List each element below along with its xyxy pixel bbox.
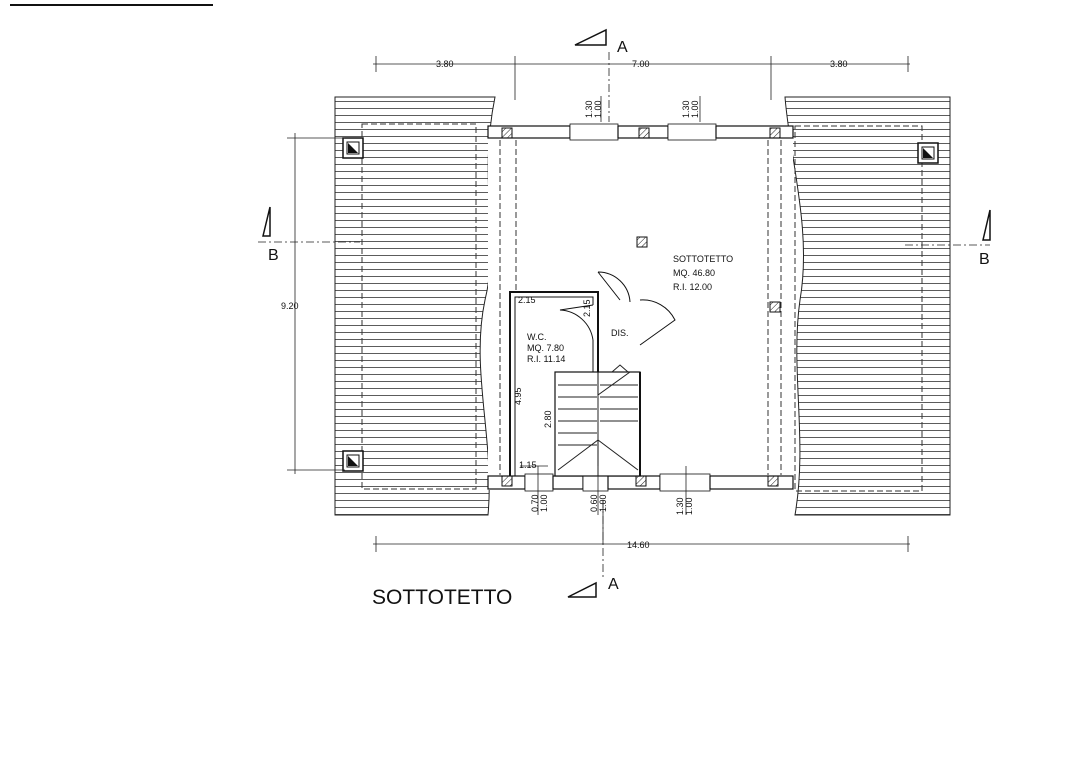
dim-bottom-win-3-b: 1.00 [684,497,694,515]
dim-bottom-win-2-a: 0.60 [589,494,599,512]
dim-top-middle: 7.00 [632,59,650,69]
section-marker-a-bottom: A [567,576,619,598]
section-marker-a-top: A [574,28,628,56]
room-wc-area: MQ. 7.80 [527,343,564,353]
dim-top-left: 3.80 [436,59,454,69]
dim-window-top-1-b: 1.00 [593,100,603,118]
dim-bottom-win-3-a: 1.30 [675,497,685,515]
dim-bottom-win-1-b: 1.00 [539,494,549,512]
section-label-a-top: A [617,39,628,56]
dim-wc-side: 2.15 [582,299,592,317]
dim-wc-height: 4.95 [513,387,523,405]
room-wc-name: W.C. [527,332,547,342]
dimension-texts: 3.80 7.00 3.80 9.20 14.60 1.30 1.00 1.30… [281,59,848,550]
chimney-icons [342,137,939,472]
dim-bottom-win-2-b: 1.00 [598,494,608,512]
dim-wc-bottom: 1.15 [519,460,537,470]
dim-stair-height: 2.80 [543,410,553,428]
room-labels: SOTTOTETTO MQ. 46.80 R.I. 12.00 W.C. MQ.… [527,254,733,364]
dim-wc-width-top: 2.15 [518,295,536,305]
section-label-b-right: B [979,251,990,268]
doors [559,271,676,346]
dimension-lines [258,52,990,580]
dim-bottom-total: 14.60 [627,540,650,550]
section-label-b-left: B [268,247,279,264]
section-marker-b-left: B [262,206,279,264]
room-wc-ri: R.I. 11.14 [527,354,565,364]
section-label-a-bottom: A [608,576,619,593]
dim-window-top-2-a: 1.30 [681,100,691,118]
dim-window-top-1-a: 1.30 [584,100,594,118]
dim-window-top-2-b: 1.00 [690,100,700,118]
room-sottotetto-area: MQ. 46.80 [673,268,715,278]
roof-right [784,96,951,516]
dim-top-right: 3.80 [830,59,848,69]
drawing-title: SOTTOTETTO [372,586,512,609]
room-sottotetto-name: SOTTOTETTO [673,254,733,264]
room-dis-name: DIS. [611,328,629,338]
section-marker-b-right: B [979,209,991,268]
room-sottotetto-ri: R.I. 12.00 [673,282,712,292]
roof-left [334,96,496,516]
dim-bottom-win-1-a: 0.70 [530,494,540,512]
pillars [501,127,781,487]
stair [557,364,639,471]
dim-left-vertical: 9.20 [281,301,299,311]
